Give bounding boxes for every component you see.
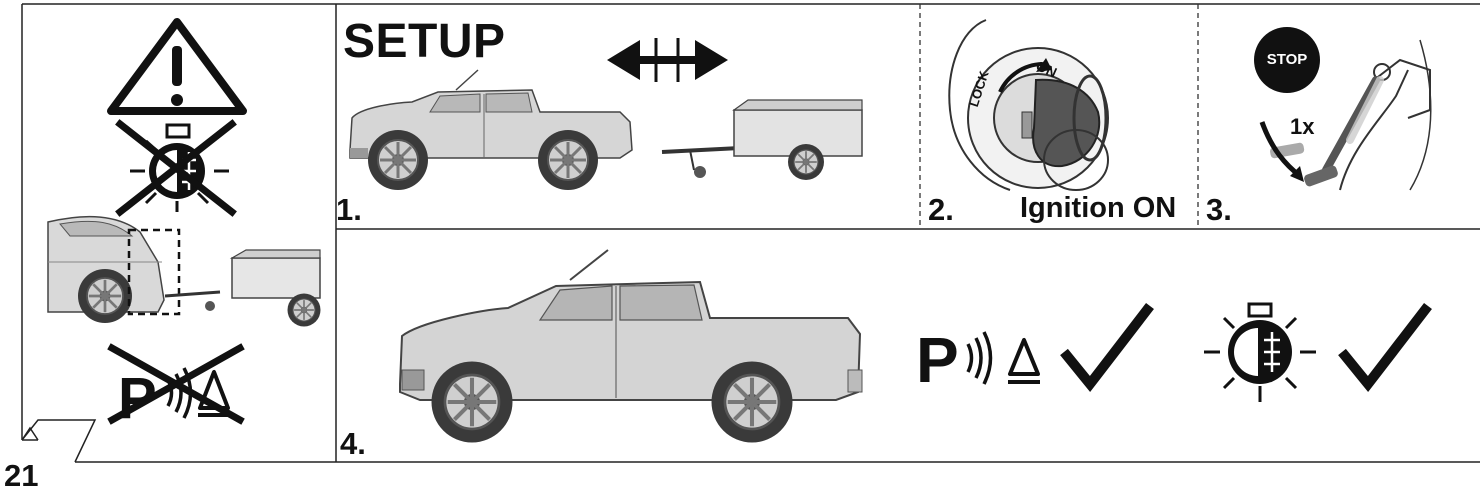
trailer-small: [662, 100, 862, 180]
step-number-1: 1.: [336, 192, 362, 228]
fog-light-icon: [1204, 304, 1316, 402]
setup-title: SETUP: [343, 14, 506, 69]
step-number-2: 2.: [928, 192, 954, 228]
svg-text:P: P: [916, 324, 959, 396]
ignition-on-caption: Ignition ON: [1020, 192, 1176, 225]
pickup-truck-small: [350, 70, 632, 190]
step-number-3: 3.: [1206, 192, 1232, 228]
pickup-truck-large: [400, 250, 862, 443]
fog-light-crossed-icon: [120, 124, 232, 212]
double-arrow-icon: [607, 38, 728, 82]
warning-triangle-icon: [111, 22, 243, 111]
step-number-4: 4.: [340, 426, 366, 462]
car-rear-with-trailer: [48, 217, 321, 327]
checkmark-icon: [1064, 306, 1150, 384]
parking-sensor-crossed-icon: P: [112, 348, 240, 431]
page-number: 21: [4, 458, 38, 494]
parking-sensor-icon: P: [916, 324, 1040, 396]
stop-label: STOP: [1254, 51, 1320, 68]
press-count-label: 1x: [1290, 114, 1314, 140]
checkmark-icon: [1342, 306, 1428, 384]
